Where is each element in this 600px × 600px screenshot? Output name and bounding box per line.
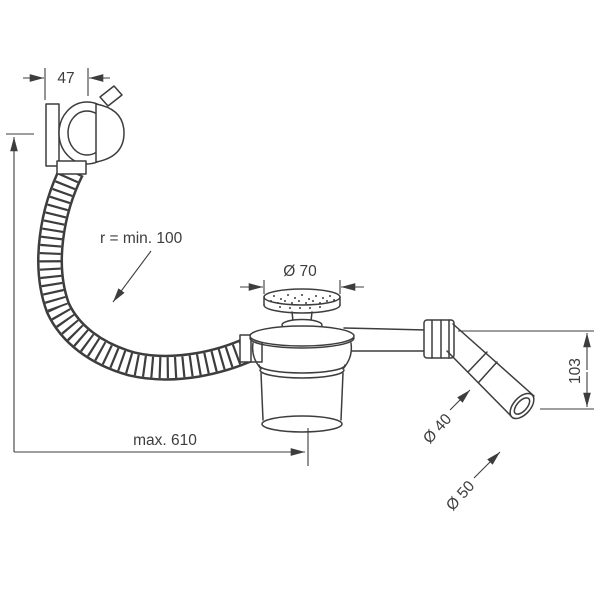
bend-radius-leader — [112, 250, 152, 303]
trap-coupling-ring-top — [258, 364, 346, 374]
plug-cap-stipple — [270, 294, 335, 309]
outlet-pipe — [343, 319, 535, 420]
overflow-unit — [45, 85, 125, 175]
dia40-leader — [449, 389, 471, 411]
plug-cap-top — [263, 288, 341, 306]
outlet-joint-ring1 — [467, 351, 488, 373]
dim47-label: 47 — [57, 70, 74, 87]
dim-overflow-width: 47 — [23, 68, 110, 100]
dim-plug-diameter: Ø 70 — [240, 263, 364, 294]
dim70-label: Ø 70 — [283, 263, 317, 280]
dim610-label: max. 610 — [133, 432, 197, 449]
note-bend-radius: r = min. 100 — [100, 230, 183, 303]
trap-shoulder-left — [251, 342, 262, 370]
outlet-joint-ring2 — [478, 361, 498, 383]
dim-outlet-height: 103 — [458, 330, 594, 410]
waste-flange-underside — [249, 337, 355, 349]
overflow-mount-plate — [45, 103, 60, 167]
dia40-label: Ø 40 — [420, 411, 455, 448]
trap-cup-left — [260, 372, 264, 421]
plug-cap-bottom — [263, 304, 341, 314]
outlet-angled-bottom — [446, 350, 512, 417]
outlet-angled-top — [452, 323, 535, 397]
trap-shoulder-right — [342, 342, 353, 370]
trap-cup-bottom — [261, 415, 343, 433]
dim-max-length: max. 610 — [6, 133, 309, 466]
waste-assembly — [239, 288, 355, 433]
outlet-end-opening-inner — [513, 397, 531, 415]
outlet-end-opening-outer — [509, 392, 535, 420]
dim103-label: 103 — [567, 358, 584, 384]
trap-cup-right — [340, 372, 344, 421]
dia50-leader — [473, 451, 501, 479]
bend-radius-label: r = min. 100 — [100, 230, 183, 247]
waste-flange — [249, 325, 355, 347]
note-pipe-diameters: Ø 40 Ø 50 — [420, 389, 501, 515]
dia50-label: Ø 50 — [443, 478, 478, 515]
overflow-hose-connector — [56, 160, 87, 175]
hose-corrugation — [39, 165, 257, 379]
outlet-horizontal-top — [343, 327, 427, 331]
flexible-hose — [37, 164, 258, 381]
overflow-knob-cap — [95, 103, 125, 163]
trap-coupling-ring-bottom — [259, 369, 345, 379]
overflow-cable-tab — [99, 85, 123, 107]
